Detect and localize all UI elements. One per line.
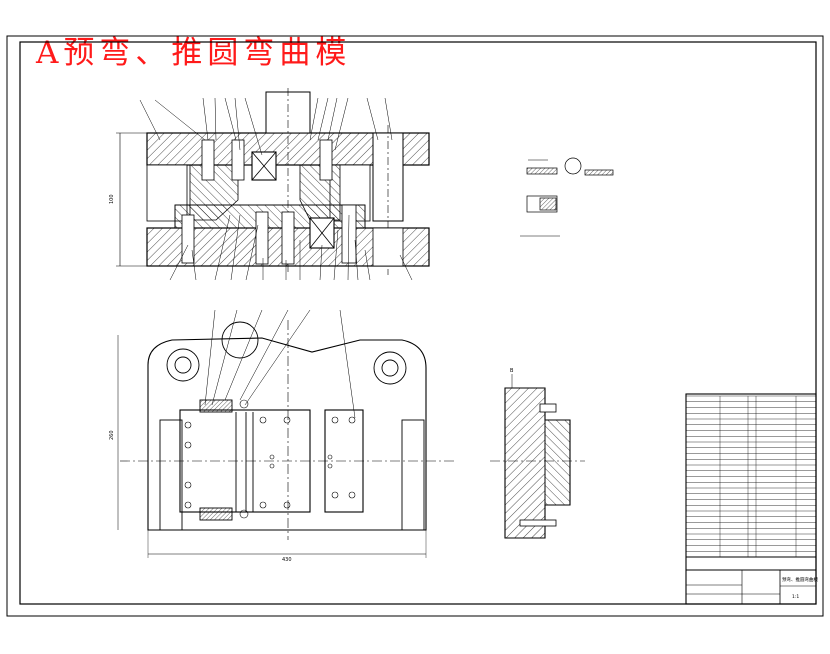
plan-width-dim: 430 bbox=[282, 557, 292, 563]
plan-view: 260 430 bbox=[109, 309, 455, 563]
section-height-dim: 100 bbox=[109, 194, 115, 204]
bom-table bbox=[686, 395, 816, 558]
detail-view-b: B bbox=[490, 368, 585, 539]
drawing-title: A预弯、推圆弯曲模 bbox=[36, 35, 352, 71]
title-block-scale: 1:1 bbox=[792, 594, 799, 600]
title-block-name: 预弯、推圆弯曲模 bbox=[782, 576, 818, 583]
die-base-outline bbox=[147, 337, 427, 531]
outer-border bbox=[6, 35, 824, 617]
inner-border bbox=[19, 41, 817, 605]
part-detail bbox=[520, 157, 614, 237]
section-view: 100 bbox=[109, 88, 430, 281]
title-block: 预弯、推圆弯曲模 1:1 bbox=[685, 393, 818, 605]
plan-height-dim: 260 bbox=[109, 430, 115, 440]
detail-view-label: B bbox=[510, 368, 514, 374]
